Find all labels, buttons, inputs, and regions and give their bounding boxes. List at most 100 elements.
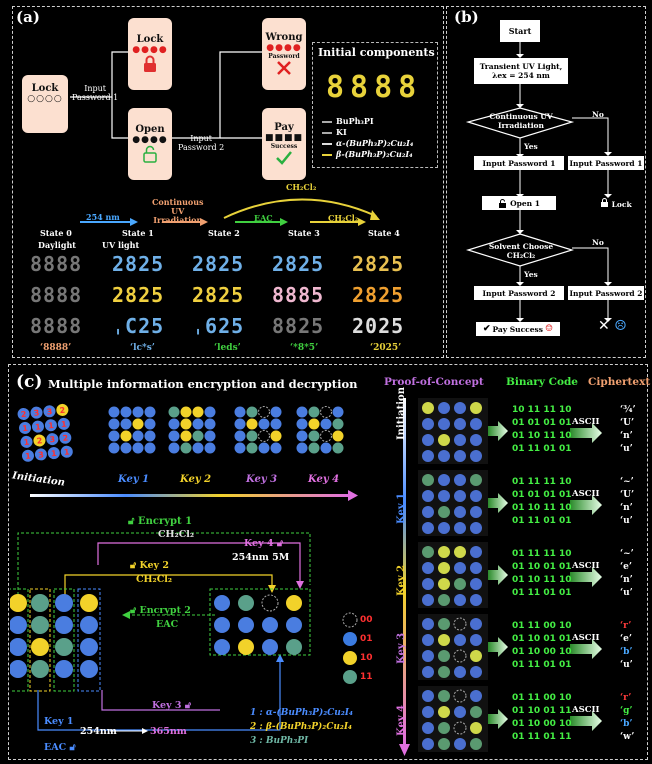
- key3-cond-a: 254nm: [80, 726, 117, 737]
- lock-closed-icon: [144, 55, 156, 72]
- binary-line: 01 11 01 01: [512, 516, 572, 526]
- row-label-initiation: Initiation: [396, 386, 407, 440]
- flow-start: Start: [500, 20, 540, 42]
- panel-b: [446, 6, 646, 358]
- key4-text: Key 4: [244, 538, 274, 549]
- lock-phone-dots: ○○○○: [27, 94, 63, 104]
- digit-r3-c4: 2025: [352, 314, 405, 338]
- digit-r1-c2: 2825: [192, 252, 245, 276]
- svg-text:2: 2: [59, 406, 65, 416]
- components-digits: 8888: [326, 70, 423, 105]
- panel-b-label: (b): [454, 8, 479, 26]
- open-phone-title: Open: [135, 124, 165, 135]
- pay-phone-title: Pay: [274, 122, 294, 133]
- svg-text:3: 3: [33, 408, 39, 418]
- digit-r1-c0: 8888: [30, 252, 83, 276]
- binary-line: 01 10 01 01: [512, 634, 572, 644]
- key-label-4: Key 4: [308, 474, 340, 485]
- key3-lock-icon: 🔓︎: [184, 700, 191, 711]
- binary-line: 01 11 11 10: [512, 477, 572, 487]
- encrypt-2-text: Encrypt 2: [139, 605, 191, 616]
- components-list: BuPh₃PI KI α-(BuPh₃P)₂Cu₂I₄ β-(BuPh₃P)₂C…: [322, 116, 413, 160]
- digit-r1-c3: 2825: [272, 252, 325, 276]
- svg-text:2: 2: [20, 410, 26, 420]
- row-label-key3: Key 3: [396, 632, 407, 664]
- flow-input-pw2-right: Input Password 2: [568, 286, 644, 300]
- state-1: State 1: [122, 228, 154, 238]
- eac-b-text: EAC: [44, 742, 67, 753]
- svg-text:1: 1: [61, 420, 68, 430]
- ascii-label: ASCII: [572, 417, 600, 427]
- row-label-key1: Key 1: [396, 492, 407, 524]
- cipher-char: ‘r’: [620, 693, 632, 703]
- eac-a: EAC: [156, 619, 179, 630]
- input-password-2-label: Input Password 2: [178, 134, 225, 152]
- svg-text:1: 1: [51, 449, 58, 459]
- svg-text:1: 1: [25, 451, 32, 461]
- flow-input-pw1-left: Input Password 1: [474, 156, 564, 170]
- pay-phone: Pay ■■■■ Success: [262, 108, 306, 180]
- key1-label: Key 1: [44, 716, 74, 727]
- digit-r3-c2: ˌ625: [192, 314, 245, 338]
- cipher-char: ‘u’: [620, 660, 633, 670]
- caption-0: ‘8888’: [40, 343, 72, 353]
- digit-r3-c0: 8888: [30, 314, 83, 338]
- check-icon: [276, 151, 292, 165]
- unlock-icon-e2: 🔓︎: [130, 605, 137, 616]
- flow-no-2: No: [592, 238, 604, 247]
- flow-lock: Lock: [600, 198, 632, 209]
- initial-components-box: [312, 42, 438, 168]
- panel-a-label: (a): [16, 8, 40, 26]
- arrow-continuous-uv: Continuous UV Irradiation: [152, 197, 204, 225]
- digit-r1-c4: 2825: [352, 252, 405, 276]
- cipher-char: ‘u’: [620, 516, 633, 526]
- svg-text:1: 1: [48, 421, 55, 431]
- svg-text:1: 1: [23, 438, 30, 448]
- key3-cond-b: 365nm: [150, 726, 187, 737]
- cross-icon: [277, 61, 291, 75]
- state-3: State 3: [288, 228, 320, 238]
- cipher-char: ‘~’: [620, 477, 634, 487]
- svg-text:3: 3: [49, 435, 55, 445]
- binary-line: 01 11 00 10: [512, 693, 572, 703]
- caption-4: ‘2025’: [370, 343, 402, 353]
- component-2: KI: [336, 127, 347, 137]
- lock-result-phone: Lock ●●●●: [128, 18, 172, 90]
- key4-lock-icon: 🔓︎: [276, 538, 283, 549]
- caption-3: ‘*8*5’: [290, 343, 319, 353]
- wrong-phone-sub: Password: [268, 53, 300, 60]
- panel-c: [8, 364, 648, 760]
- digit-r2-c1: 2825: [112, 283, 165, 307]
- ascii-label: ASCII: [572, 633, 600, 643]
- svg-text:1: 1: [22, 424, 29, 434]
- pay-phone-dots: ■■■■: [264, 133, 303, 143]
- state-2: State 2: [208, 228, 240, 238]
- ch2cl2-a: CH₂Cl₂: [158, 529, 195, 540]
- binary-line: 01 10 00 10: [512, 719, 572, 729]
- flow-open-1: Open 1: [482, 196, 556, 210]
- cipher-char: ‘w’: [620, 732, 635, 742]
- open-phone-dots: ●●●●: [132, 135, 168, 145]
- key1-lock-icon: 🔓︎: [69, 742, 76, 753]
- binary-line: 01 10 01 01: [512, 562, 572, 572]
- encrypt-1-text: Encrypt 1: [137, 516, 193, 527]
- digit-r3-c1: ˌC25: [112, 314, 165, 338]
- key4-label: Key 4 🔓︎: [244, 538, 283, 549]
- encrypt-1-label: 🔓︎ Encrypt 1: [128, 516, 192, 527]
- digit-r2-c2: 2825: [192, 283, 245, 307]
- poc-header: Proof-of-Concept: [384, 376, 484, 388]
- flow-lock-text: Lock: [611, 200, 632, 209]
- arrow-eac: EAC: [254, 213, 273, 223]
- unlock-icon-e1: 🔓︎: [128, 516, 135, 527]
- row-label-key4: Key 4: [396, 704, 407, 736]
- encryption-diagram: [10, 532, 358, 734]
- panel-c-title: Multiple information encryption and decr…: [48, 377, 358, 391]
- binary-line: 10 11 11 10: [512, 405, 572, 415]
- material-2: 2 : β-(BuPh₃P)₂Cu₂I₄: [250, 722, 352, 732]
- key-grids: [108, 406, 344, 454]
- ascii-label: ASCII: [572, 489, 600, 499]
- component-3: α-(BuPh₃P)₂Cu₂I₄: [336, 138, 414, 148]
- key-label-3: Key 3: [246, 474, 278, 485]
- digit-r1-c1: 2825: [112, 252, 165, 276]
- key2-label: 🔓︎ Key 2: [130, 560, 169, 571]
